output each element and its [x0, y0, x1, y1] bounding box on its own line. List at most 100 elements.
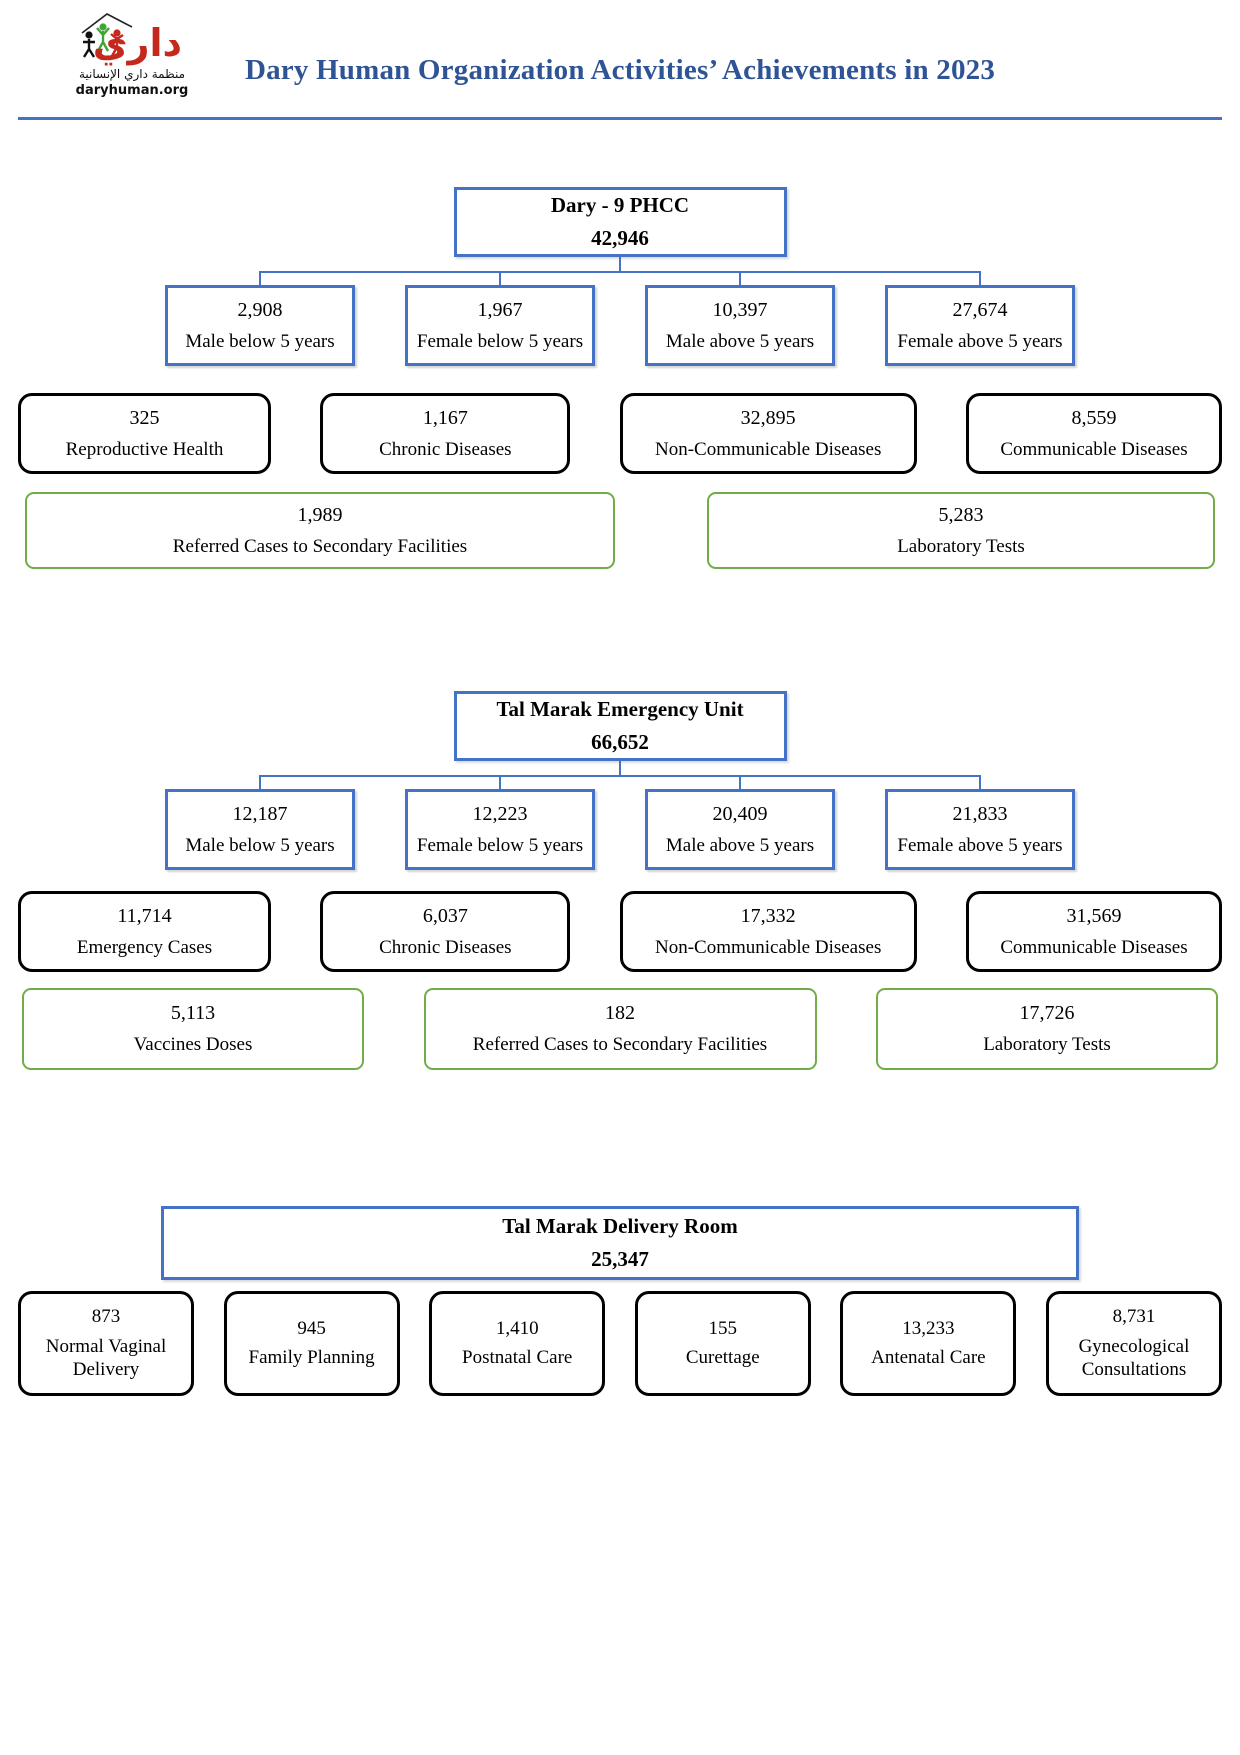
- page-title: Dary Human Organization Activities’ Achi…: [244, 54, 996, 86]
- unit-title: Tal Marak Delivery Room: [502, 1213, 738, 1238]
- stat-label: Laboratory Tests: [983, 1034, 1111, 1056]
- stat-value: 31,569: [1066, 904, 1122, 927]
- stat-value: 8,731: [1112, 1305, 1156, 1327]
- page-header: داري منظمة داري الإنسانية daryhuman.org …: [0, 0, 1240, 117]
- stat-value: 32,895: [740, 406, 796, 429]
- stat-value: 6,037: [422, 904, 468, 927]
- connector-line: [739, 775, 741, 789]
- stat-value: 325: [129, 406, 160, 429]
- services-row: 325 Reproductive Health 1,167 Chronic Di…: [18, 393, 1222, 474]
- stat-box-communicable-diseases: 31,569 Communicable Diseases: [965, 891, 1222, 972]
- stat-box-emergency-cases: 11,714 Emergency Cases: [18, 891, 271, 972]
- stat-label: Referred Cases to Secondary Facilities: [172, 535, 468, 557]
- stat-box-female-below-5: 12,223 Female below 5 years: [405, 789, 595, 870]
- stat-box-chronic-diseases: 6,037 Chronic Diseases: [320, 891, 571, 972]
- connector-line: [979, 775, 981, 789]
- stat-box-non-communicable-diseases: 17,332 Non-Communicable Diseases: [619, 891, 917, 972]
- stat-label: Female above 5 years: [897, 330, 1063, 352]
- stat-label: Emergency Cases: [76, 936, 213, 958]
- stat-value: 21,833: [952, 802, 1008, 825]
- stat-box-female-above-5: 27,674 Female above 5 years: [885, 285, 1075, 366]
- stat-label: Female above 5 years: [897, 834, 1063, 856]
- delivery-services-row: 873 Normal Vaginal Delivery 945 Family P…: [18, 1291, 1222, 1396]
- stat-box-female-below-5: 1,967 Female below 5 years: [405, 285, 595, 366]
- stat-box-postnatal-care: 1,410 Postnatal Care: [429, 1291, 606, 1396]
- stat-value: 11,714: [117, 904, 172, 927]
- stat-box-gynecological-consultations: 8,731 Gynecological Consultations: [1045, 1291, 1222, 1396]
- stat-box-family-planning: 945 Family Planning: [223, 1291, 400, 1396]
- stat-label: Referred Cases to Secondary Facilities: [472, 1034, 768, 1056]
- connector-line: [739, 271, 741, 285]
- stat-box-laboratory-tests: 17,726 Laboratory Tests: [876, 988, 1218, 1070]
- connector-line: [259, 271, 261, 285]
- stat-value: 1,167: [422, 406, 468, 429]
- unit-title: Dary - 9 PHCC: [550, 192, 690, 217]
- stat-value: 873: [91, 1305, 121, 1327]
- stat-label: Family Planning: [248, 1347, 375, 1369]
- header-divider: [18, 117, 1222, 120]
- stat-box-referred-cases: 1,989 Referred Cases to Secondary Facili…: [25, 492, 615, 569]
- stat-value: 945: [297, 1317, 326, 1339]
- connector-line: [619, 257, 621, 271]
- logo-website: daryhuman.org: [75, 83, 189, 99]
- stat-value: 155: [708, 1317, 738, 1339]
- stat-label: Vaccines Doses: [133, 1034, 253, 1056]
- stat-label: Reproductive Health: [65, 438, 224, 460]
- stat-label: Curettage: [685, 1347, 760, 1369]
- stat-value: 8,559: [1071, 406, 1117, 429]
- unit-title-box-dary-phcc: Dary - 9 PHCC 42,946: [453, 187, 787, 257]
- stat-value: 12,223: [472, 802, 528, 825]
- tree-connector: [165, 761, 1075, 789]
- stat-label: Normal Vaginal Delivery: [45, 1335, 167, 1381]
- stat-label: Non-Communicable Diseases: [654, 438, 882, 460]
- stat-label: Communicable Diseases: [1000, 936, 1188, 958]
- stat-label: Female below 5 years: [416, 330, 584, 352]
- stat-label: Male below 5 years: [185, 330, 335, 352]
- stat-box-male-above-5: 10,397 Male above 5 years: [645, 285, 835, 366]
- unit-total: 25,347: [591, 1247, 649, 1271]
- unit-total: 42,946: [591, 226, 649, 250]
- stat-value: 17,332: [740, 904, 796, 927]
- tree-connector: [165, 257, 1075, 285]
- stat-value: 10,397: [712, 298, 768, 321]
- stat-label: Male below 5 years: [185, 834, 335, 856]
- stat-box-communicable-diseases: 8,559 Communicable Diseases: [965, 393, 1222, 474]
- stat-value: 1,967: [477, 298, 523, 321]
- stat-label: Antenatal Care: [871, 1347, 986, 1369]
- stat-box-referred-cases: 182 Referred Cases to Secondary Faciliti…: [423, 988, 817, 1070]
- stat-box-female-above-5: 21,833 Female above 5 years: [885, 789, 1075, 870]
- stat-box-chronic-diseases: 1,167 Chronic Diseases: [320, 393, 571, 474]
- logo-brand-text: داري: [93, 21, 182, 65]
- stat-box-reproductive-health: 325 Reproductive Health: [18, 393, 271, 474]
- stat-value: 17,726: [1019, 1002, 1075, 1025]
- stat-label: Chronic Diseases: [379, 936, 512, 958]
- stat-label: Male above 5 years: [665, 330, 815, 352]
- connector-line: [499, 271, 501, 285]
- services-row: 11,714 Emergency Cases 6,037 Chronic Dis…: [18, 891, 1222, 972]
- stat-value: 12,187: [232, 802, 288, 825]
- connector-line: [619, 761, 621, 775]
- stat-value: 20,409: [712, 802, 768, 825]
- logo-arabic-name: منظمة داري الإنسانية: [78, 67, 186, 81]
- connector-line: [259, 775, 261, 789]
- stat-label: Laboratory Tests: [897, 535, 1025, 557]
- stat-label: Communicable Diseases: [1000, 438, 1188, 460]
- stat-label: Male above 5 years: [665, 834, 815, 856]
- section-tal-marak-emergency-unit: Tal Marak Emergency Unit 66,652 12,187 M…: [0, 691, 1240, 1070]
- stat-value: 2,908: [237, 298, 283, 321]
- connector-line: [259, 271, 981, 273]
- stat-box-non-communicable-diseases: 32,895 Non-Communicable Diseases: [619, 393, 917, 474]
- stat-value: 5,113: [170, 1002, 216, 1025]
- stat-box-curettage: 155 Curettage: [634, 1291, 811, 1396]
- stat-box-antenatal-care: 13,233 Antenatal Care: [840, 1291, 1017, 1396]
- stat-box-male-below-5: 2,908 Male below 5 years: [165, 285, 355, 366]
- stat-box-male-above-5: 20,409 Male above 5 years: [645, 789, 835, 870]
- stat-value: 13,233: [902, 1317, 955, 1339]
- org-logo-icon: داري: [81, 13, 182, 65]
- stat-value: 5,283: [938, 503, 984, 526]
- stat-label: Chronic Diseases: [379, 438, 512, 460]
- unit-title-box-emergency-unit: Tal Marak Emergency Unit 66,652: [453, 691, 787, 761]
- section-dary-9-phcc: Dary - 9 PHCC 42,946 2,908 Male below 5 …: [0, 187, 1240, 569]
- demographics-row: 12,187 Male below 5 years 12,223 Female …: [165, 789, 1075, 870]
- demographics-row: 2,908 Male below 5 years 1,967 Female be…: [165, 285, 1075, 366]
